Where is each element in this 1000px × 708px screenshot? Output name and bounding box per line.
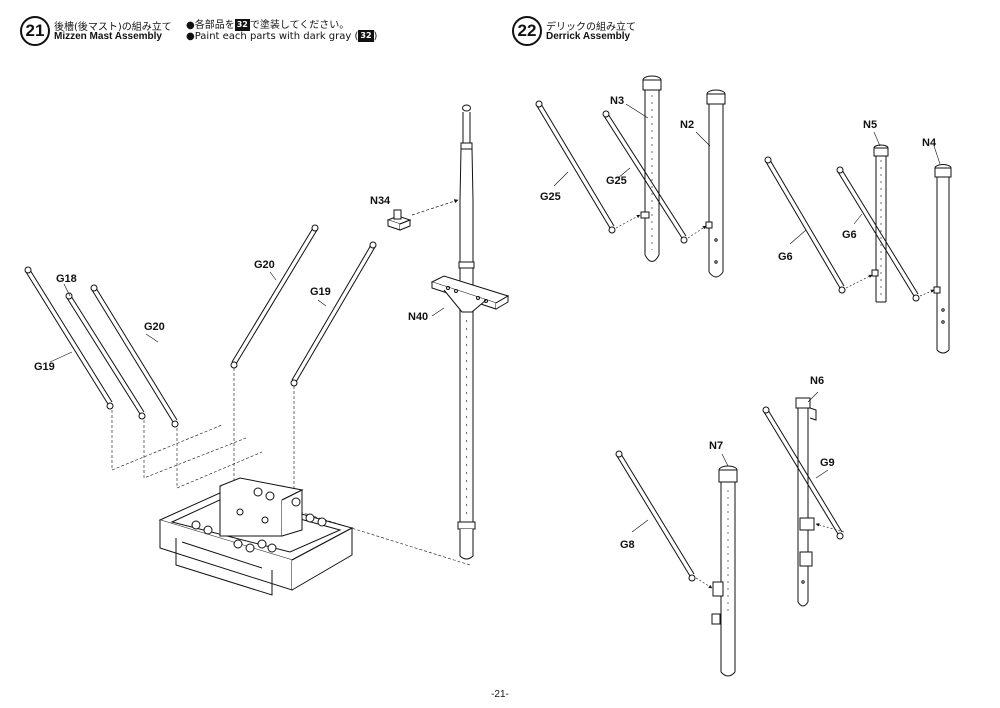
mizzen-mast — [457, 104, 476, 560]
label-g20-left: G20 — [144, 321, 165, 333]
label-g25-right: G25 — [606, 175, 627, 187]
paint-note-jp-post: で塗装してください。 — [249, 20, 350, 31]
post-n5 — [871, 144, 889, 303]
paint-note-en-pre: ●Paint each parts with dark gray ( — [186, 31, 359, 42]
label-g8: G8 — [620, 539, 635, 551]
rod-g25-right — [602, 110, 688, 244]
arrow-g9-n6 — [815, 523, 845, 533]
arrow-g25-n3 — [615, 214, 641, 229]
rod-g20-right — [230, 224, 319, 369]
paint-code-badge-en: 32 — [358, 30, 374, 42]
label-n5: N5 — [863, 119, 877, 131]
label-n2: N2 — [680, 119, 694, 131]
label-n3: N3 — [610, 95, 624, 107]
post-n2 — [705, 89, 726, 278]
label-g6-left: G6 — [778, 251, 793, 263]
rod-g9 — [762, 406, 844, 540]
post-n6 — [795, 397, 817, 607]
paint-note-jp-pre: ●各部品を — [186, 20, 235, 31]
part-n34 — [386, 209, 412, 231]
part-n40-crosstree — [430, 275, 510, 313]
label-g25-left: G25 — [540, 191, 561, 203]
step-22-title-en: Derrick Assembly — [546, 31, 631, 42]
rod-g20-left — [90, 284, 179, 428]
step-21-title-en: Mizzen Mast Assembly — [54, 31, 162, 42]
label-n4: N4 — [922, 137, 937, 149]
label-g19-right: G19 — [310, 286, 331, 298]
label-g18: G18 — [56, 273, 77, 285]
post-n7 — [711, 465, 738, 677]
rod-g8 — [615, 450, 696, 582]
rod-g19-right — [290, 241, 377, 387]
guide-lines-step21 — [111, 368, 471, 566]
arrow-g6-n4 — [919, 289, 935, 297]
mast-base-structure — [158, 477, 354, 596]
arrow-n34 — [411, 199, 459, 216]
step-22-title-jp: デリックの組み立て — [546, 22, 636, 33]
arrow-g25-n2 — [687, 225, 707, 239]
post-n3 — [640, 75, 662, 262]
arrow-g8-n7 — [695, 577, 713, 589]
step-21-title-jp: 後檣(後マスト)の組み立て — [54, 22, 172, 33]
rod-g19-left — [24, 266, 114, 410]
arrow-g6-n5 — [845, 274, 873, 289]
rod-g18 — [65, 292, 146, 420]
post-n4 — [933, 164, 952, 354]
label-g19-left: G19 — [34, 361, 55, 373]
paint-code-badge: 32 — [234, 19, 250, 31]
step-22-number: 22 — [512, 16, 542, 46]
page-number: -21- — [491, 689, 509, 700]
label-n6: N6 — [810, 375, 824, 387]
step-21-number: 21 — [20, 16, 50, 46]
paint-note-en-post: ) — [373, 31, 378, 42]
rod-g25-left — [535, 100, 616, 234]
label-g9: G9 — [820, 457, 835, 469]
label-n40: N40 — [408, 311, 428, 323]
label-g20-right: G20 — [254, 259, 275, 271]
rod-g6-left — [764, 156, 846, 294]
label-n34: N34 — [370, 195, 391, 207]
paint-note-en: ●Paint each parts with dark gray (32) — [186, 30, 377, 42]
label-n7: N7 — [709, 440, 723, 452]
label-g6-right: G6 — [842, 229, 857, 241]
label-leaders — [49, 103, 941, 533]
